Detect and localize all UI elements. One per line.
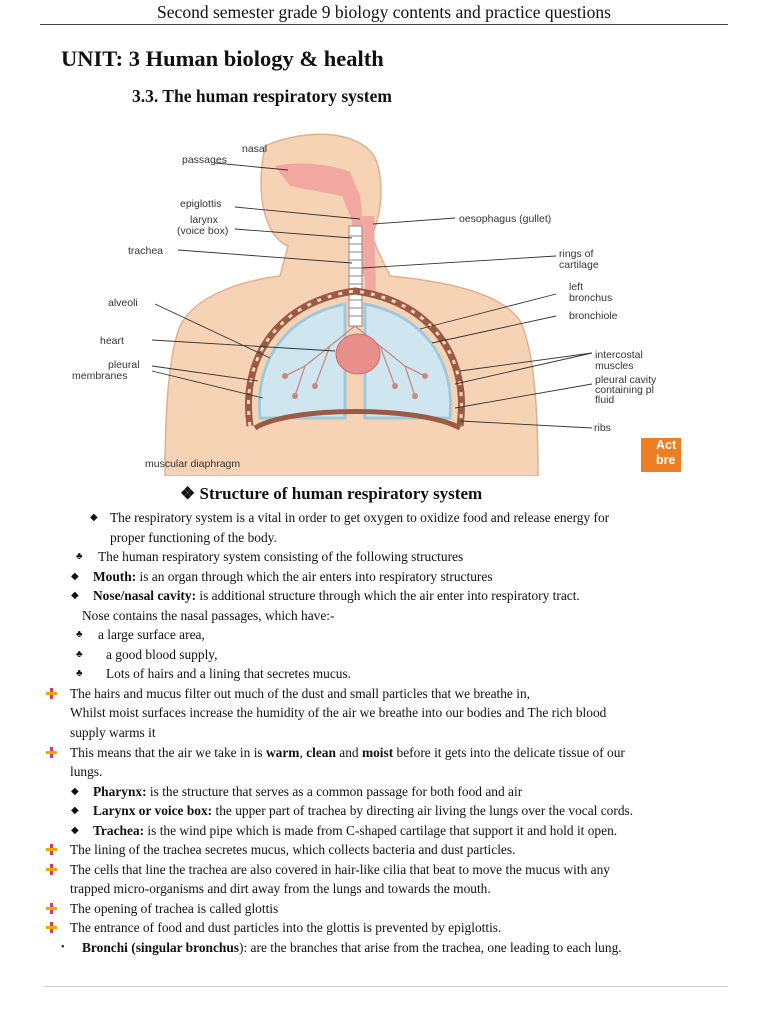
club-bullet-icon: ♣ [76,648,83,660]
text-line: The opening of trachea is called glottis [44,899,734,919]
text-line: supply warms it [70,725,156,741]
text-line: ◆Trachea: is the wind pipe which is made… [44,821,734,841]
diaphragm [253,409,462,431]
text-line: ♣a good blood supply, [44,645,734,665]
text-line: proper functioning of the body. [110,529,277,545]
rib-cage [245,287,465,427]
diamond-bullet-icon: ◆ [71,570,79,582]
page-header: Second semester grade 9 biology contents… [40,0,728,25]
diamond-bullet-icon: ◆ [71,590,79,602]
structure-heading: ❖ Structure of human respiratory system [180,484,483,503]
diamond-bullet-icon: ◆ [71,805,79,817]
label-muscular-diaphragm: muscular diaphragm [145,458,240,470]
text-line: trapped micro-organisms and dirt away fr… [70,881,491,897]
section-title: 3.3. The human respiratory system [132,86,392,106]
text-line: ◆The respiratory system is a vital in or… [44,508,734,528]
text-line: Whilst moist surfaces increase the humid… [70,705,607,721]
label-muscles: muscles [595,360,634,372]
text-line: ♣The human respiratory system consisting… [44,547,734,567]
label-larynx: larynx [190,214,219,226]
activity-overlay-line1: Act [656,438,677,452]
text-line: ◆Pharynx: is the structure that serves a… [44,782,734,802]
plus-bullet-icon [46,922,57,934]
unit-title: UNIT: 3 Human biology & health [61,46,384,71]
plus-bullet-icon [46,902,57,914]
text-line: ◆Mouth: is an organ through which the ai… [44,567,734,587]
text-line: ♣a large surface area, [44,625,734,645]
text-line: The lining of the trachea secretes mucus… [44,840,734,860]
label-ribs: ribs [594,422,611,434]
plus-bullet-icon [46,863,57,875]
label-alveoli: alveoli [108,297,138,309]
body-text: ◆The respiratory system is a vital in or… [44,508,734,958]
diamond-bullet-icon: ◆ [71,824,79,836]
heart [335,333,381,375]
label-heart: heart [100,335,124,347]
right-lung [363,302,453,420]
label-fluid: fluid [595,394,614,406]
label-left: left [569,281,583,293]
text-line: •Bronchi (singular bronchus): are the br… [44,938,734,958]
label-bronchus: bronchus [569,292,612,304]
label-trachea: trachea [128,245,163,257]
text-line: The entrance of food and dust particles … [44,918,734,938]
label-pleural-cavity: pleural cavity [595,374,657,386]
club-bullet-icon: ♣ [76,551,83,563]
club-bullet-icon: ♣ [76,668,83,680]
respiratory-system-diagram: nasal passages epiglottis larynx (voice … [60,126,700,476]
label-epiglottis: epiglottis [180,198,221,210]
label-containing-pl: containing pl [595,384,654,396]
label-intercostal: intercostal [595,349,643,361]
text-line: The cells that line the trachea are also… [44,860,734,880]
left-lung [257,302,347,420]
text-line: ♣Lots of hairs and a lining that secrete… [44,664,734,684]
label-rings-of: rings of [559,248,594,260]
label-nasal-passages-1: nasal [242,143,267,155]
activity-overlay-line2: bre [656,453,676,467]
club-bullet-icon: ♣ [76,629,83,641]
plus-bullet-icon [46,844,57,856]
text-line: lungs. [70,764,103,780]
label-nasal-passages-2: passages [182,154,227,166]
text-line: The hairs and mucus filter out much of t… [44,684,734,704]
text-line: ◆Larynx or voice box: the upper part of … [44,801,734,821]
label-bronchiole: bronchiole [569,310,618,322]
label-voice-box: (voice box) [177,225,228,237]
diamond-bullet-icon: ◆ [71,785,79,797]
plus-bullet-icon [46,687,57,699]
text-line: ◆Nose/nasal cavity: is additional struct… [44,586,734,606]
footer-divider [44,986,728,987]
label-pleural: pleural [108,359,140,371]
label-membranes: membranes [72,370,127,382]
plus-bullet-icon [46,746,57,758]
label-oesophagus: oesophagus (gullet) [459,213,551,225]
text-line: Nose contains the nasal passages, which … [82,607,335,623]
nasal-passage [275,163,365,276]
text-line: This means that the air we take in is wa… [44,743,734,763]
oesophagus [363,216,376,291]
round-bullet-icon: • [61,942,65,954]
label-cartilage: cartilage [559,259,599,271]
diamond-bullet-icon: ◆ [90,512,98,523]
activity-overlay-box: Act bre [641,438,681,472]
